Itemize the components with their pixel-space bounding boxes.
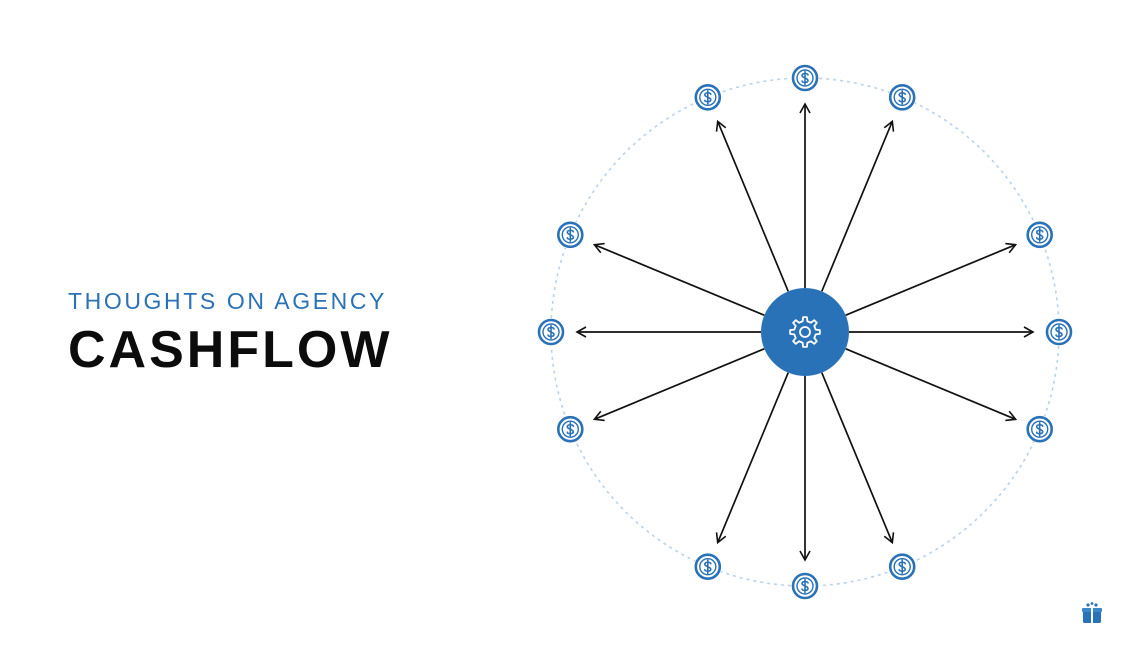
flow-arrow (715, 119, 789, 292)
dollar-coin-icon (888, 83, 917, 112)
dollar-coin-icon (693, 552, 722, 581)
dollar-coin-icon (556, 415, 585, 444)
dollar-coin-icon (791, 572, 819, 600)
flow-arrow (592, 242, 765, 316)
flow-arrow (715, 372, 789, 545)
dollar-coin-icon (1025, 415, 1054, 444)
flow-arrow (821, 372, 895, 545)
title-block: THOUGHTS ON AGENCY CASHFLOW (68, 286, 488, 380)
dollar-coin-icon (1045, 318, 1073, 346)
dollar-coin-icon (693, 83, 722, 112)
dollar-coin-icon (1025, 220, 1054, 249)
dollar-coin-icon (556, 220, 585, 249)
gift-box-logo-icon (1082, 602, 1102, 623)
dollar-coin-icon (537, 318, 565, 346)
dollar-coin-icon (888, 552, 917, 581)
flow-arrow (592, 348, 765, 422)
flow-arrow (821, 119, 895, 292)
flow-arrow (845, 242, 1018, 316)
dollar-coin-icon (791, 64, 819, 92)
page-title: CASHFLOW (68, 321, 393, 379)
coin-node-group (537, 64, 1073, 600)
gear-icon (789, 316, 821, 348)
center-circle (761, 288, 849, 376)
flow-arrow (845, 348, 1018, 422)
page-subtitle: THOUGHTS ON AGENCY (68, 288, 387, 314)
arrow-group (575, 102, 1035, 562)
center-hub (761, 288, 849, 376)
